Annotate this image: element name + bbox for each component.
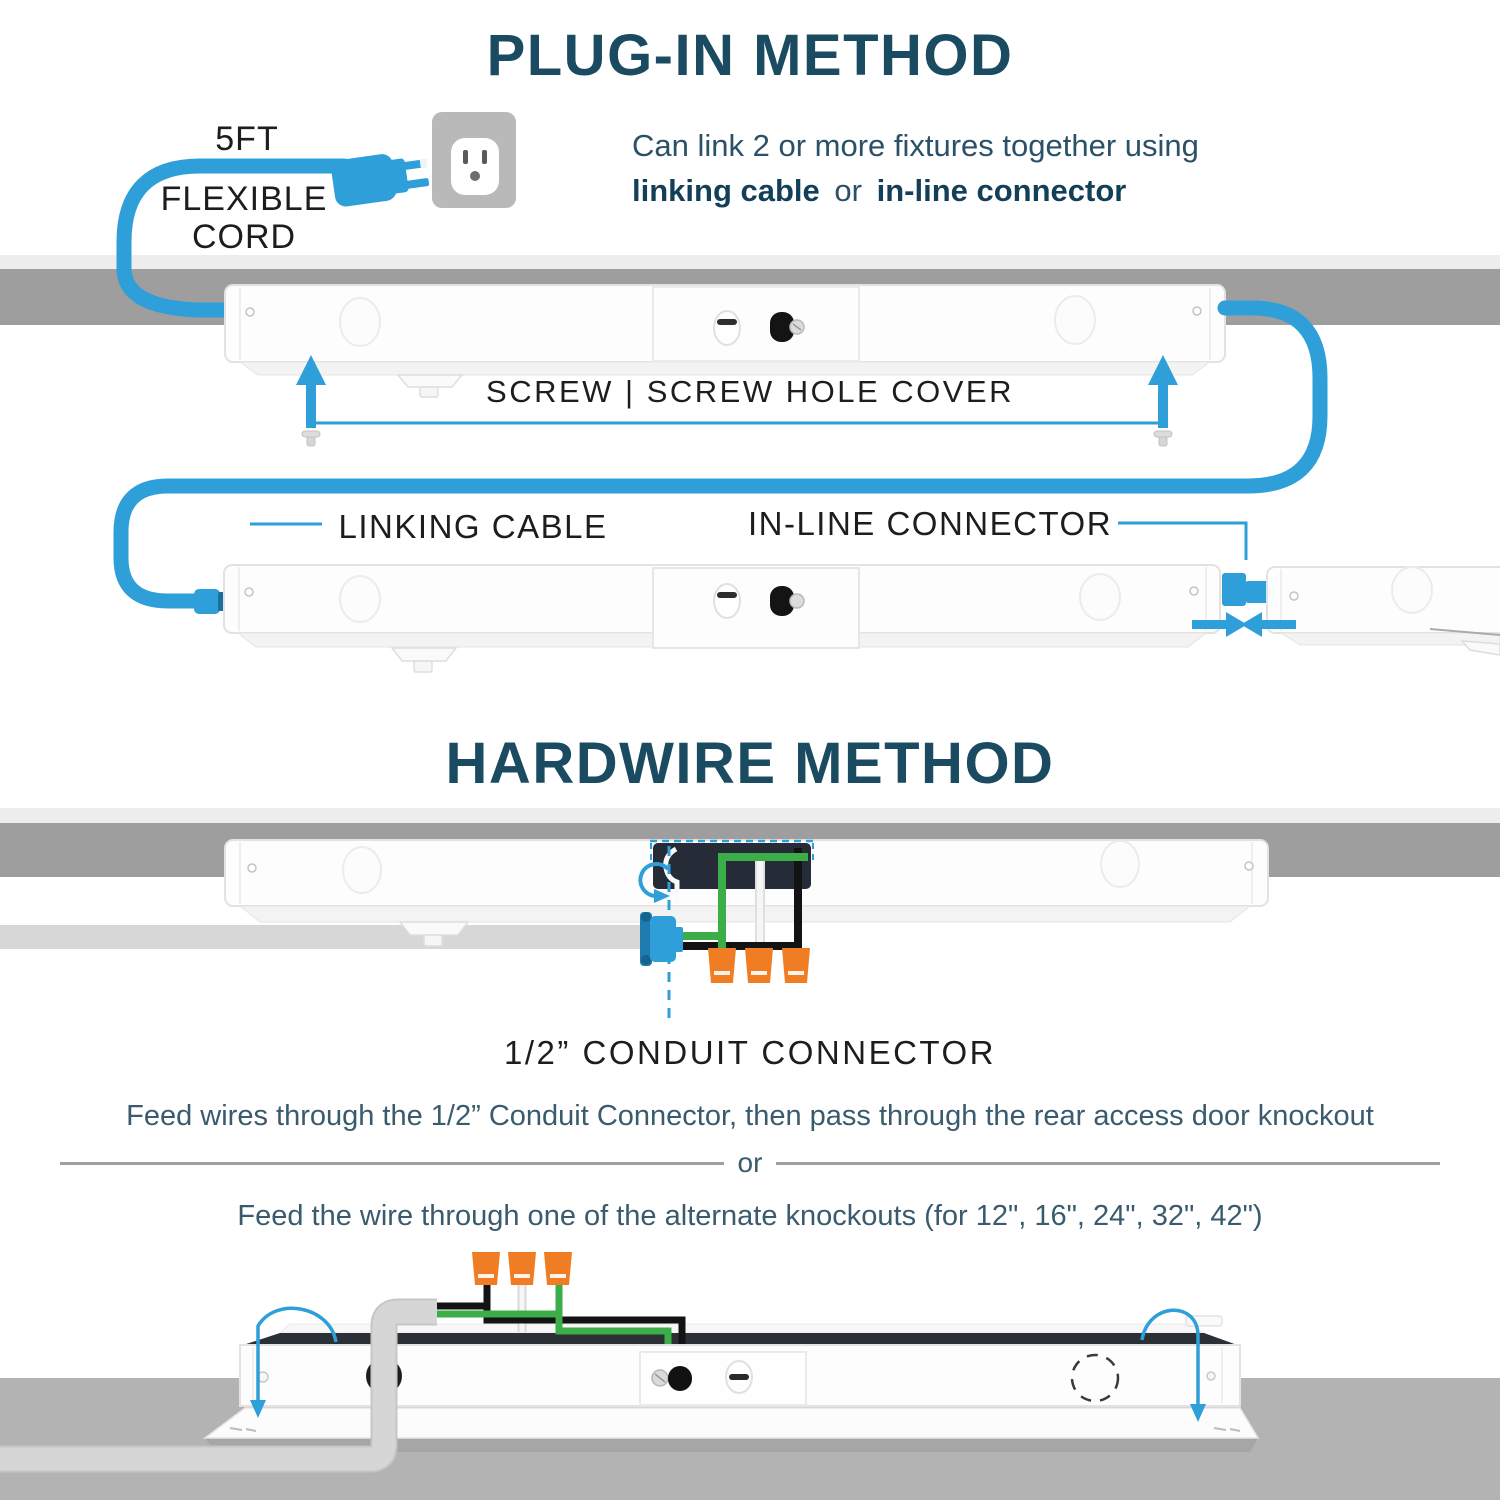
screw-label: SCREW | SCREW HOLE COVER <box>486 374 1014 409</box>
mount-arrow-right-icon <box>1140 1308 1206 1422</box>
inline-connector-icon <box>1222 573 1268 606</box>
oval-knockout <box>1079 573 1121 621</box>
divider-line-left <box>60 1161 724 1165</box>
oval-knockout <box>342 846 382 894</box>
oval-knockout <box>1391 566 1433 614</box>
linking-cable-label: LINKING CABLE <box>338 508 608 545</box>
fixture-bar-2 <box>223 564 1221 673</box>
wire-nut-icon <box>708 948 736 983</box>
flexible-cord-line <box>116 158 352 318</box>
screw-hole-cover-knob <box>713 583 741 619</box>
oval-knockout <box>339 575 381 623</box>
inline-connector-leader <box>1118 521 1248 560</box>
divider-or-text: or <box>737 1147 763 1178</box>
oval-knockout <box>1100 840 1140 888</box>
desc-bold-linking-cable: linking cable <box>632 172 820 208</box>
end-hole <box>1192 306 1202 316</box>
end-hole <box>247 863 257 873</box>
wire-nut-icons-bottom <box>472 1252 572 1285</box>
wire-nut-icon <box>508 1252 536 1285</box>
wire-nut-icons-top <box>708 948 810 983</box>
access-panel <box>652 286 860 362</box>
conduit-connector-label: 1/2” CONDUIT CONNECTOR <box>504 1034 996 1071</box>
wall-outlet-icon <box>432 112 516 208</box>
or-divider: or <box>60 1147 1440 1178</box>
hardwire-instruction-2: Feed the wire through one of the alterna… <box>237 1200 1263 1232</box>
panel-screw <box>789 593 805 609</box>
link-description: Can link 2 or more fixtures together usi… <box>632 124 1332 214</box>
mount-latch <box>398 921 470 936</box>
screw-arrow-left-icon <box>296 355 326 447</box>
conduit-feed-strip <box>0 925 648 949</box>
hardwire-title: HARDWIRE METHOD <box>445 731 1055 796</box>
screw-hole-cover-knob <box>713 310 741 346</box>
cord-type-label: FLEXIBLE CORD <box>160 180 328 257</box>
oval-knockout <box>339 297 381 347</box>
plate-shadow <box>205 1438 1258 1452</box>
cord-length-label: 5FT <box>215 120 279 158</box>
mounting-plate <box>202 1407 1260 1439</box>
wire-nut-icon <box>745 948 773 983</box>
rocker-switch <box>668 1366 692 1391</box>
join-arrows-icon <box>1192 612 1296 637</box>
conduit-connector-icon <box>640 912 683 966</box>
wire-nut-icon <box>544 1252 572 1285</box>
mount-arrow-left-icon <box>250 1306 338 1418</box>
mount-latch <box>1460 640 1500 656</box>
rocker-switch <box>770 586 794 616</box>
wire-nut-icon <box>472 1252 500 1285</box>
end-hole <box>1189 586 1199 596</box>
end-hole <box>1206 1371 1216 1381</box>
fixture-bar-1 <box>224 284 1226 398</box>
linking-cable-line <box>113 300 1328 609</box>
oval-knockout <box>1054 295 1096 345</box>
feed-arrow-icon <box>638 862 670 903</box>
end-hole <box>245 307 255 317</box>
screw-icon <box>1153 430 1173 447</box>
screw-icon <box>301 430 321 447</box>
desc-line1: Can link 2 or more fixtures together usi… <box>632 128 1199 163</box>
screw-arrow-right-icon <box>1148 355 1178 447</box>
power-plug-icon <box>331 154 430 207</box>
wire-black <box>437 1283 686 1344</box>
inline-connector-label: IN-LINE CONNECTOR <box>747 505 1113 542</box>
mount-latch <box>396 374 464 388</box>
plugin-title: PLUG-IN METHOD <box>486 23 1014 88</box>
end-hole <box>1289 591 1299 601</box>
end-hole <box>244 587 254 597</box>
fixture-interior-dark <box>240 1333 1240 1346</box>
fixture-body-rear <box>239 1315 1241 1407</box>
wire-green <box>676 853 808 950</box>
fixture-bar-3 <box>1266 566 1500 656</box>
hardwire-instruction-1: Feed wires through the 1/2” Conduit Conn… <box>126 1100 1374 1132</box>
knockout-dashed-circle <box>1070 1353 1120 1403</box>
wire-green <box>437 1283 672 1344</box>
desc-bold-inline-connector: in-line connector <box>876 172 1127 208</box>
wire-nut-icon <box>782 948 810 983</box>
desc-line2: linking cable or in-line connector <box>632 169 1332 214</box>
mount-latch <box>390 647 458 662</box>
end-hole <box>1244 861 1254 871</box>
rocker-switch <box>770 312 794 342</box>
access-panel <box>652 567 860 649</box>
desc-separator: or <box>834 172 862 208</box>
divider-line-right <box>776 1161 1440 1165</box>
